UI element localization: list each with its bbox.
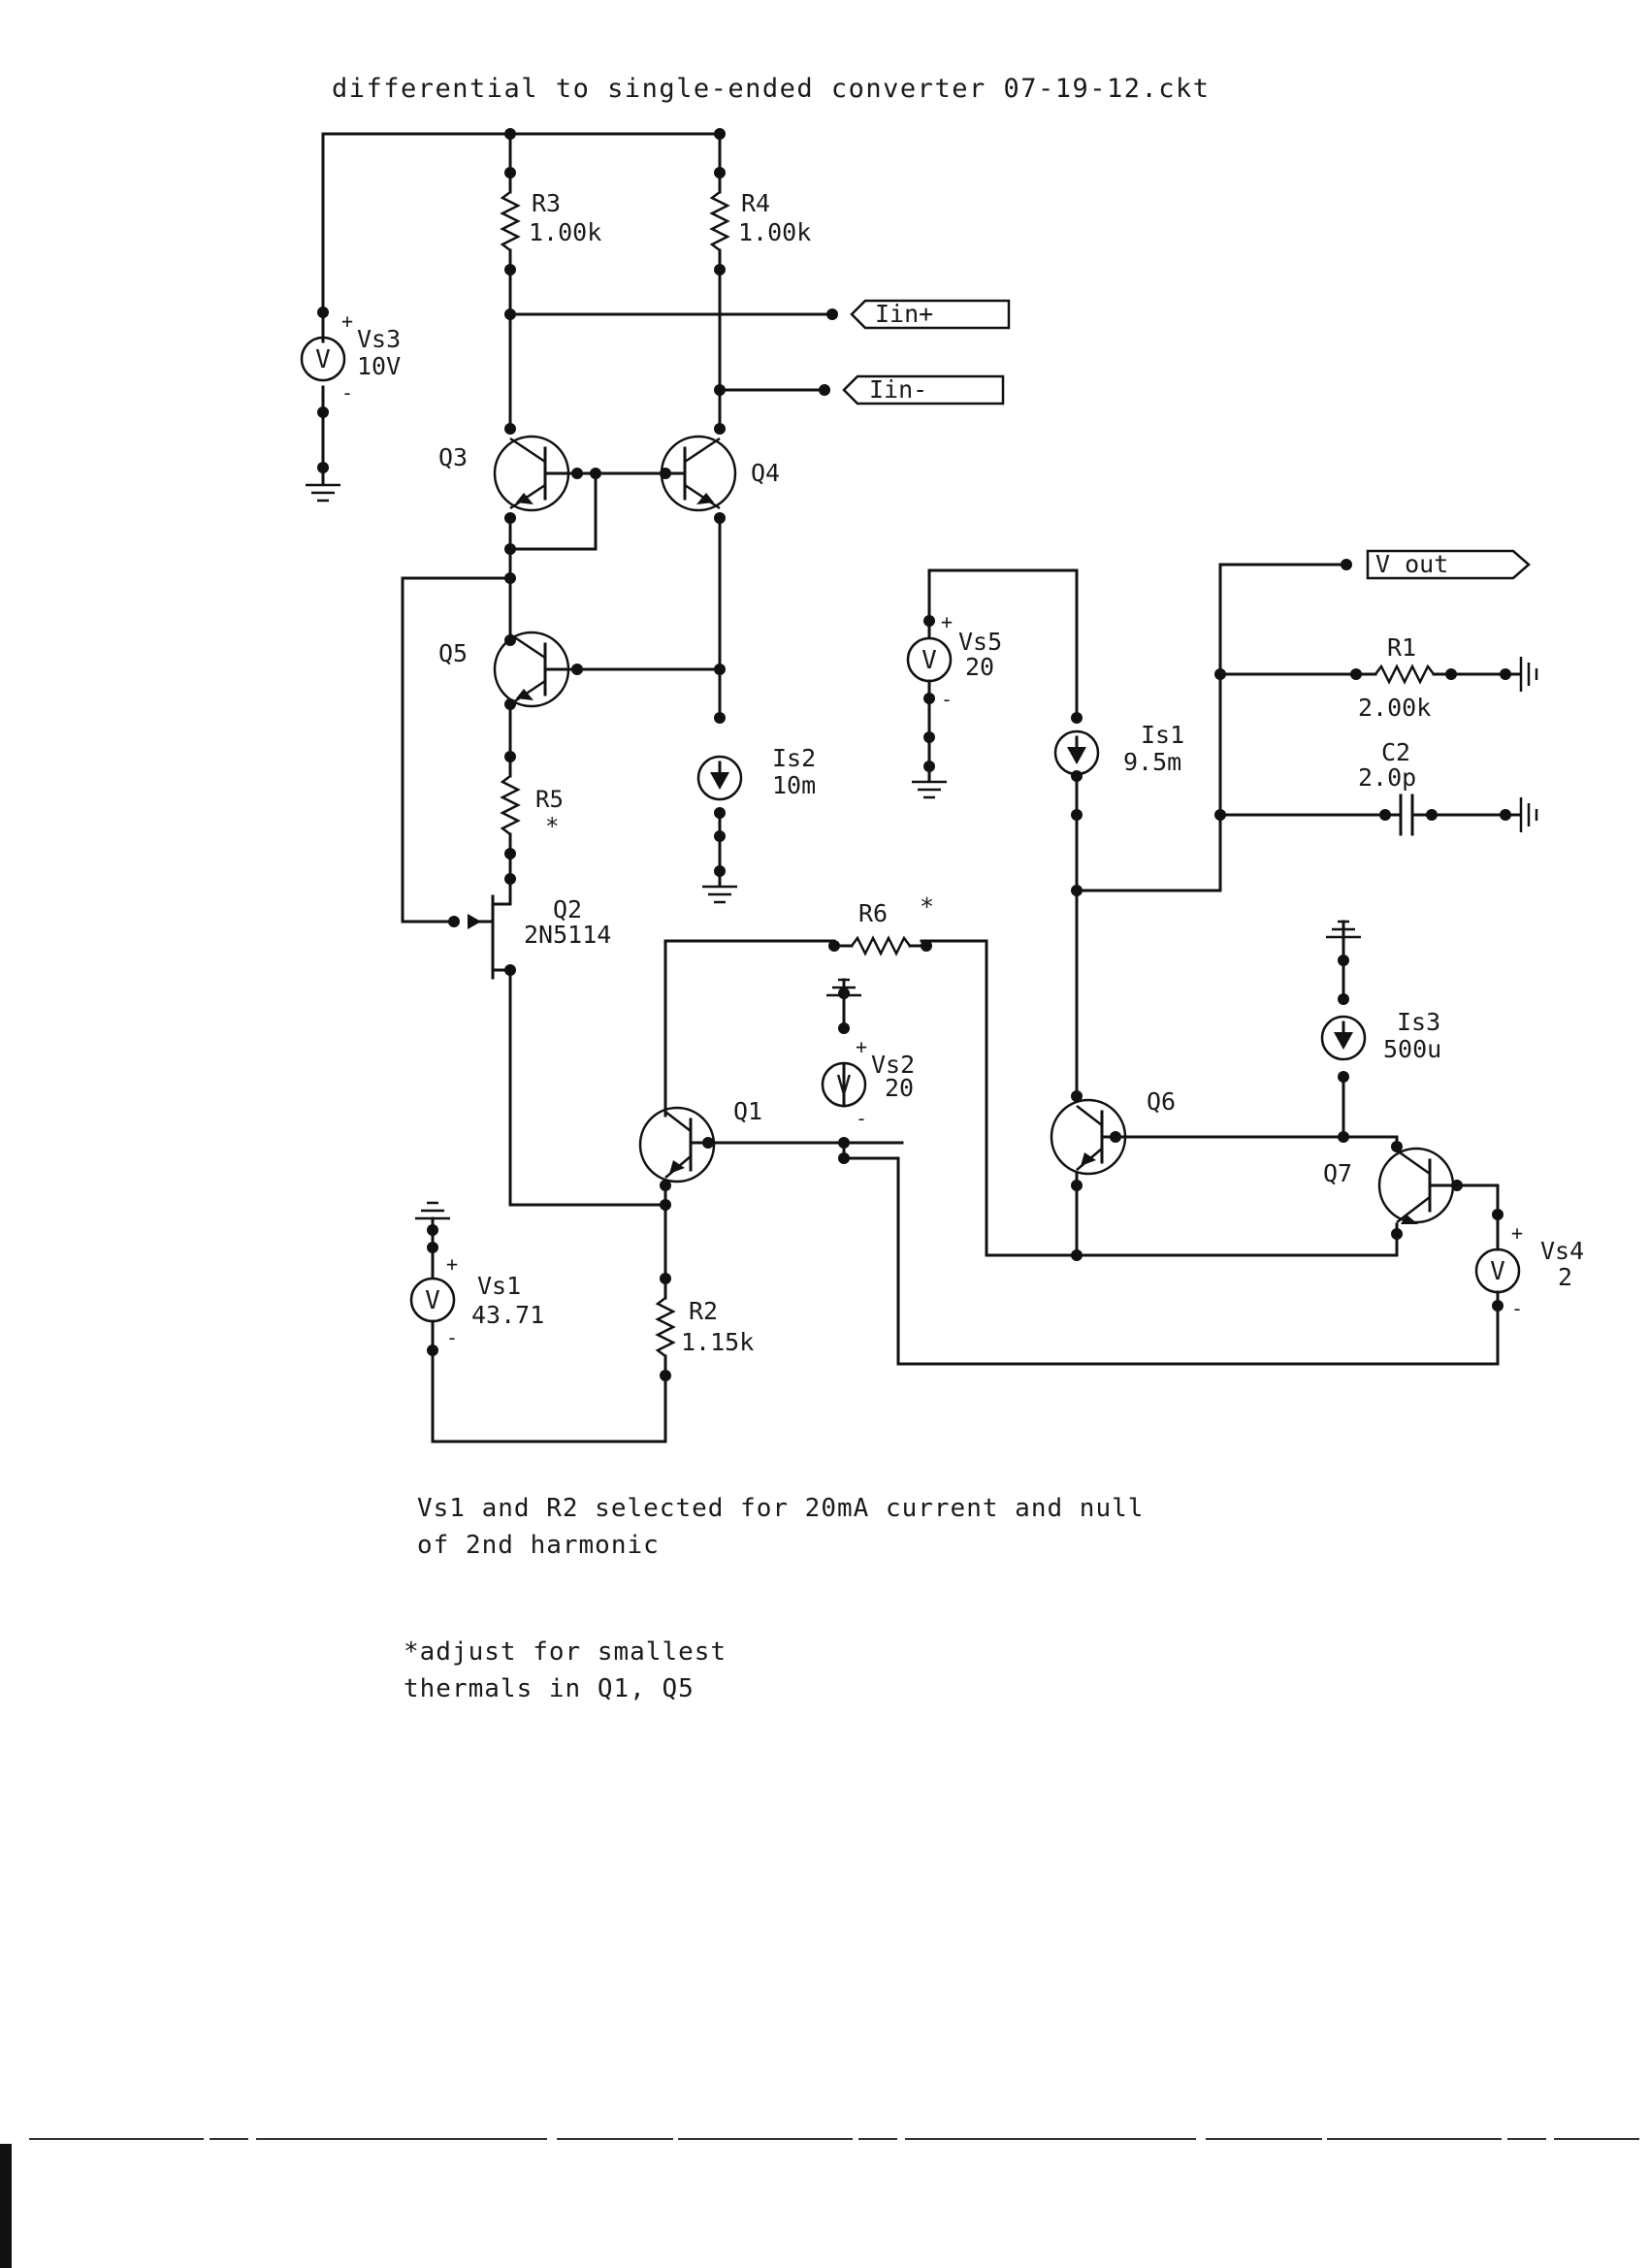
vs3-label: Vs3 xyxy=(357,325,401,353)
junction-dots xyxy=(317,128,1511,1381)
vs5-value: 20 xyxy=(965,653,994,681)
voltage-source-vs5: V + - Vs5 20 xyxy=(906,610,1002,711)
voltage-source-vs4: V + - Vs4 2 xyxy=(1474,1221,1584,1320)
current-source-is3: Is3 500u xyxy=(1320,1008,1441,1063)
transistor-q4: Q4 xyxy=(660,435,780,512)
resistor-r5: R5 * xyxy=(500,755,564,856)
vout-label: V out xyxy=(1375,550,1448,578)
q5-label: Q5 xyxy=(438,639,468,667)
voltage-source-vs1: V + - Vs1 43.71 xyxy=(409,1252,544,1352)
resistor-r6: R6 * xyxy=(832,892,934,956)
vs1-v-symbol: V xyxy=(425,1286,440,1315)
current-source-is1: Is1 9.5m xyxy=(1053,721,1184,776)
ground-is3 xyxy=(1326,920,1361,943)
vs2-v-symbol: V xyxy=(836,1071,852,1100)
r1-label: R1 xyxy=(1387,633,1416,662)
q2-value: 2N5114 xyxy=(524,921,611,949)
resistor-r3: R3 1.00k xyxy=(500,171,601,272)
wires xyxy=(321,132,1507,1443)
scan-edge xyxy=(0,2138,1639,2268)
r4-value: 1.00k xyxy=(738,218,811,246)
vs5-v-symbol: V xyxy=(922,646,937,675)
vs3-value: 10V xyxy=(357,352,401,380)
vs3-plus: + xyxy=(341,309,353,333)
c2-value: 2.0p xyxy=(1358,763,1416,792)
is1-label: Is1 xyxy=(1141,721,1184,749)
resistor-r2: R2 1.15k xyxy=(655,1277,754,1377)
vs4-value: 2 xyxy=(1558,1263,1572,1291)
vs5-plus: + xyxy=(941,610,953,633)
vs2-label: Vs2 xyxy=(871,1051,915,1079)
ground-c2 xyxy=(1504,797,1538,832)
vs2-value: 20 xyxy=(885,1074,914,1102)
q6-label: Q6 xyxy=(1147,1087,1176,1116)
transistor-q2-jfet: Q2 2N5114 xyxy=(468,894,611,980)
r1-value: 2.00k xyxy=(1358,694,1431,722)
r2-value: 1.15k xyxy=(681,1328,754,1356)
schematic-title: differential to single-ended converter 0… xyxy=(332,74,1211,104)
q3-label: Q3 xyxy=(438,443,468,471)
r6-value: * xyxy=(920,892,934,921)
note-adjust: *adjust for smallest thermals in Q1, Q5 xyxy=(404,1637,728,1703)
note-vs1-r2: Vs1 and R2 selected for 20mA current and… xyxy=(417,1494,1145,1560)
transistor-q3: Q3 xyxy=(438,435,579,512)
r5-value: * xyxy=(545,813,559,840)
is2-label: Is2 xyxy=(772,744,816,772)
is3-value: 500u xyxy=(1383,1035,1441,1063)
vs4-label: Vs4 xyxy=(1540,1237,1584,1265)
port-vout: V out xyxy=(1366,549,1531,580)
vs5-label: Vs5 xyxy=(958,628,1002,656)
transistor-q6: Q6 xyxy=(1050,1087,1176,1176)
r3-value: 1.00k xyxy=(529,218,601,246)
r3-label: R3 xyxy=(532,189,561,217)
vs5-minus: - xyxy=(941,688,953,711)
transistor-q5: Q5 xyxy=(438,631,579,708)
current-source-is2: Is2 10m xyxy=(696,744,816,801)
iin-minus-label: Iin- xyxy=(869,375,927,404)
port-iin-plus: Iin+ xyxy=(850,299,1011,330)
transistor-q7: Q7 xyxy=(1323,1147,1459,1224)
ground-vs5 xyxy=(912,764,947,799)
q4-label: Q4 xyxy=(751,459,780,487)
vs1-value: 43.71 xyxy=(471,1301,544,1329)
vs1-label: Vs1 xyxy=(477,1272,521,1300)
vs4-v-symbol: V xyxy=(1490,1257,1505,1286)
vs2-plus: + xyxy=(856,1035,867,1058)
q1-label: Q1 xyxy=(733,1097,762,1125)
vs1-plus: + xyxy=(446,1252,458,1276)
r5-label: R5 xyxy=(535,786,564,813)
vs2-minus: - xyxy=(856,1107,867,1130)
port-iin-minus: Iin- xyxy=(842,374,1005,405)
is3-label: Is3 xyxy=(1397,1008,1440,1036)
vs1-minus: - xyxy=(446,1326,458,1349)
capacitor-c2: C2 2.0p xyxy=(1358,738,1434,836)
r4-label: R4 xyxy=(741,189,770,217)
q2-label: Q2 xyxy=(553,895,582,923)
vs3-minus: - xyxy=(341,381,353,405)
transistor-q1: Q1 xyxy=(638,1097,762,1183)
is2-value: 10m xyxy=(772,771,816,799)
vs3-v-symbol: V xyxy=(315,345,331,374)
c2-label: C2 xyxy=(1381,738,1410,766)
voltage-source-vs3: V + - Vs3 10V xyxy=(300,309,401,405)
r6-label: R6 xyxy=(858,899,888,927)
iin-plus-label: Iin+ xyxy=(875,300,933,328)
vs4-minus: - xyxy=(1511,1297,1523,1320)
q7-label: Q7 xyxy=(1323,1159,1352,1187)
resistor-r4: R4 1.00k xyxy=(709,171,811,272)
ground-r1 xyxy=(1504,657,1538,692)
resistor-r1: R1 2.00k xyxy=(1354,633,1453,722)
vs4-plus: + xyxy=(1511,1221,1523,1245)
is1-value: 9.5m xyxy=(1123,748,1181,776)
ground-symbols xyxy=(306,466,1538,1249)
r2-label: R2 xyxy=(689,1297,718,1325)
voltage-source-vs2: V + - Vs2 20 xyxy=(821,1035,915,1130)
